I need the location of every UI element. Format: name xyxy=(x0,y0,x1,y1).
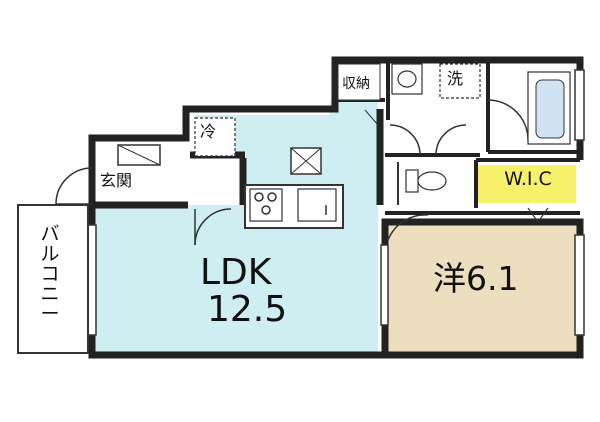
wic-door-marker xyxy=(527,207,549,224)
basin-bowl xyxy=(397,70,417,88)
window-bath xyxy=(574,69,585,141)
bathtub-inner xyxy=(535,79,565,139)
wic-area xyxy=(478,165,576,203)
washroom-label: 洗 xyxy=(447,69,464,88)
entrance-door-swing xyxy=(55,167,93,205)
burner-icon xyxy=(254,192,264,202)
toilet-bowl xyxy=(417,171,447,191)
bath-door-swing xyxy=(487,99,529,141)
kitchen-sink xyxy=(297,188,337,222)
entrance-label: 玄関 xyxy=(100,171,133,190)
storage-diagonal xyxy=(364,109,379,126)
washer-space xyxy=(439,63,481,99)
stove xyxy=(249,188,283,222)
washbasin xyxy=(391,63,423,95)
burner-icon xyxy=(267,192,277,202)
fridge-space xyxy=(194,117,236,157)
balcony-outline xyxy=(17,204,89,354)
western-room-area xyxy=(388,220,578,353)
western-room-label: 洋6.1 xyxy=(433,259,519,298)
vent-x2 xyxy=(290,147,322,175)
outer-wall xyxy=(88,205,584,359)
balcony-label: バルコニー xyxy=(40,223,60,325)
outer-wall-upper xyxy=(88,56,584,205)
wash-door-swing-2 xyxy=(435,124,467,156)
toilet-tank xyxy=(405,169,419,193)
shoe-cabinet-diagonal xyxy=(117,144,161,166)
storage-label: 収納 xyxy=(342,76,370,92)
wic-label: W.I.C xyxy=(504,168,552,190)
western-door-swing xyxy=(387,214,429,241)
refrigerator-label: 冷 xyxy=(200,122,217,141)
burner-icon xyxy=(261,205,271,215)
ldk-size-label: 12.5 xyxy=(207,289,288,330)
window-ldk-east xyxy=(380,244,389,326)
storage-closet xyxy=(337,63,381,101)
window-south-west xyxy=(574,234,585,336)
wash-door-swing xyxy=(389,124,421,156)
ldk-label: LDK xyxy=(200,252,272,293)
